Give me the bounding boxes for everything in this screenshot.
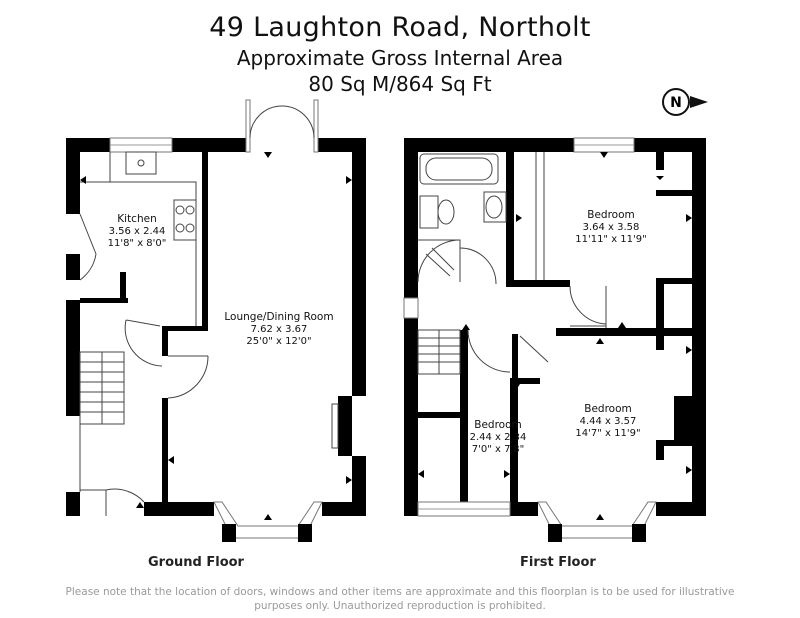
bedroom-door xyxy=(519,335,549,363)
hearth xyxy=(331,403,339,449)
bay-window xyxy=(213,501,323,542)
svg-text:3.64 x 3.58: 3.64 x 3.58 xyxy=(583,222,640,233)
wall xyxy=(162,398,168,502)
svg-text:Bedroom: Bedroom xyxy=(584,403,632,415)
bay-window xyxy=(537,501,657,542)
room-label-lounge-dining: Lounge/Dining Room 7.62 x 3.67 25'0" x 1… xyxy=(224,311,333,347)
wall xyxy=(460,330,468,502)
hob-icon xyxy=(173,199,197,241)
svg-text:Lounge/Dining Room: Lounge/Dining Room xyxy=(224,311,333,323)
room-label-bedroom-small: Bedroom 2.44 x 2.34 7'0" x 7'8" xyxy=(470,419,527,455)
first-floor-plan xyxy=(403,137,706,542)
wall xyxy=(510,384,518,502)
svg-text:11'8" x 8'0": 11'8" x 8'0" xyxy=(108,238,167,249)
room-label-bedroom-front: Bedroom 4.44 x 3.57 14'7" x 11'9" xyxy=(575,403,640,439)
wall xyxy=(66,254,80,280)
svg-text:Kitchen: Kitchen xyxy=(117,213,156,225)
staircase xyxy=(79,351,125,425)
wall xyxy=(322,502,366,516)
wall xyxy=(404,318,418,516)
landing-window xyxy=(403,297,419,319)
wall xyxy=(66,138,80,214)
wall xyxy=(66,300,80,416)
property-address: 49 Laughton Road, Northolt xyxy=(209,12,591,43)
sink-icon xyxy=(125,151,157,175)
wall xyxy=(656,502,706,516)
chimney-breast xyxy=(338,396,352,456)
room-label-kitchen: Kitchen 3.56 x 2.44 11'8" x 8'0" xyxy=(108,213,167,249)
bath-icon xyxy=(419,153,499,185)
wall xyxy=(510,502,538,516)
bathroom-door xyxy=(459,247,497,285)
area-title: Approximate Gross Internal Area xyxy=(236,46,564,70)
wall xyxy=(404,138,418,298)
wall xyxy=(404,138,574,152)
wall xyxy=(162,326,208,331)
wall xyxy=(506,280,570,287)
svg-text:3.56 x 2.44: 3.56 x 2.44 xyxy=(109,226,166,237)
svg-text:Bedroom: Bedroom xyxy=(587,209,635,221)
basin-icon xyxy=(483,191,507,223)
chimney-breast xyxy=(674,396,692,444)
wall xyxy=(120,272,126,303)
wall xyxy=(66,138,110,152)
french-door-right xyxy=(281,105,315,139)
svg-text:7'0" x 7'8": 7'0" x 7'8" xyxy=(472,444,524,455)
wall xyxy=(352,138,366,396)
svg-text:2.44 x 2.34: 2.44 x 2.34 xyxy=(470,432,527,443)
wall xyxy=(506,152,514,284)
french-door-left xyxy=(249,105,283,139)
wall xyxy=(512,334,518,378)
bedroom-door xyxy=(467,329,511,373)
bathroom xyxy=(417,153,507,285)
bedroom-door xyxy=(569,285,607,325)
disclaimer-text: Please note that the location of doors, … xyxy=(65,586,735,612)
ground-floor-label: Ground Floor xyxy=(148,555,244,570)
wall xyxy=(634,138,706,152)
kitchen-door xyxy=(125,319,161,327)
svg-text:25'0" x 12'0": 25'0" x 12'0" xyxy=(246,336,311,347)
staircase xyxy=(417,329,461,375)
svg-text:4.44 x 3.57: 4.44 x 3.57 xyxy=(580,416,637,427)
front-door-swing xyxy=(105,488,145,503)
wall xyxy=(556,328,692,336)
svg-text:Bedroom: Bedroom xyxy=(474,419,522,431)
wall xyxy=(202,152,208,328)
wall xyxy=(80,298,128,303)
kitchen-worktop xyxy=(80,181,197,326)
wall xyxy=(692,138,706,516)
ground-floor-plan xyxy=(66,99,366,542)
wall xyxy=(172,138,246,152)
wall xyxy=(144,502,214,516)
first-floor-label: First Floor xyxy=(520,555,596,570)
wall xyxy=(162,326,168,356)
shower-icon xyxy=(418,239,461,282)
svg-text:14'7" x 11'9": 14'7" x 11'9" xyxy=(575,428,640,439)
wall xyxy=(418,412,460,418)
compass-letter: N xyxy=(670,95,682,111)
room-label-bedroom-rear: Bedroom 3.64 x 3.58 11'11" x 11'9" xyxy=(575,209,647,245)
toilet-icon xyxy=(419,195,439,229)
compass-icon: N xyxy=(662,88,708,116)
svg-text:7.62 x 3.67: 7.62 x 3.67 xyxy=(251,324,308,335)
side-door xyxy=(79,213,97,255)
svg-text:11'11" x 11'9": 11'11" x 11'9" xyxy=(575,234,647,245)
wall xyxy=(66,492,80,516)
wall xyxy=(352,456,366,516)
area-value: 80 Sq M/864 Sq Ft xyxy=(308,72,492,96)
